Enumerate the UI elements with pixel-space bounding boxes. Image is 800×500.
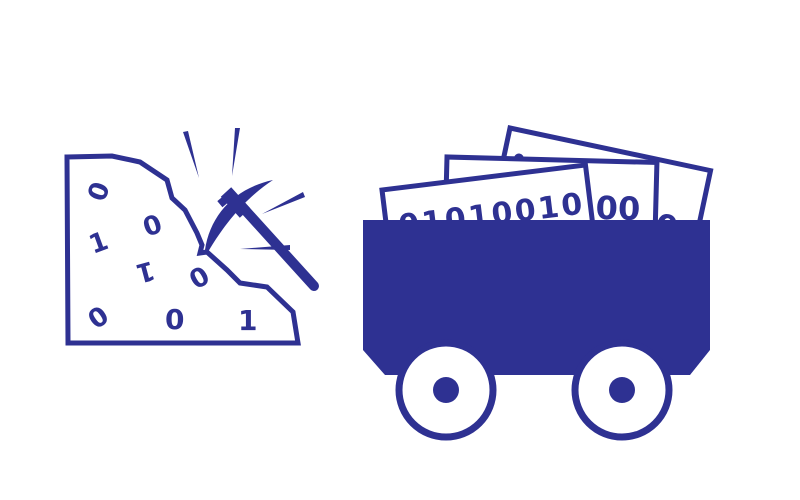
rock-digit: 1 <box>85 226 112 260</box>
rock-digit: 0 <box>83 301 115 336</box>
rock-digit: 1 <box>238 304 257 337</box>
mine-cart-icon <box>363 220 710 441</box>
cart-wheel <box>571 339 673 441</box>
rock-digit: 1 <box>133 254 158 288</box>
cart-wheel <box>395 339 497 441</box>
rock-digit: 0 <box>82 178 116 205</box>
rock-digit: 0 <box>165 303 184 336</box>
banknote-icon: 00 00 01010010 <box>379 125 714 228</box>
rock-digit: 0 <box>185 261 216 296</box>
spark-lines <box>183 128 305 250</box>
pickaxe-icon <box>205 180 319 291</box>
middle-bill-text: 00 <box>595 189 641 228</box>
rock-digit: 0 <box>139 209 166 243</box>
